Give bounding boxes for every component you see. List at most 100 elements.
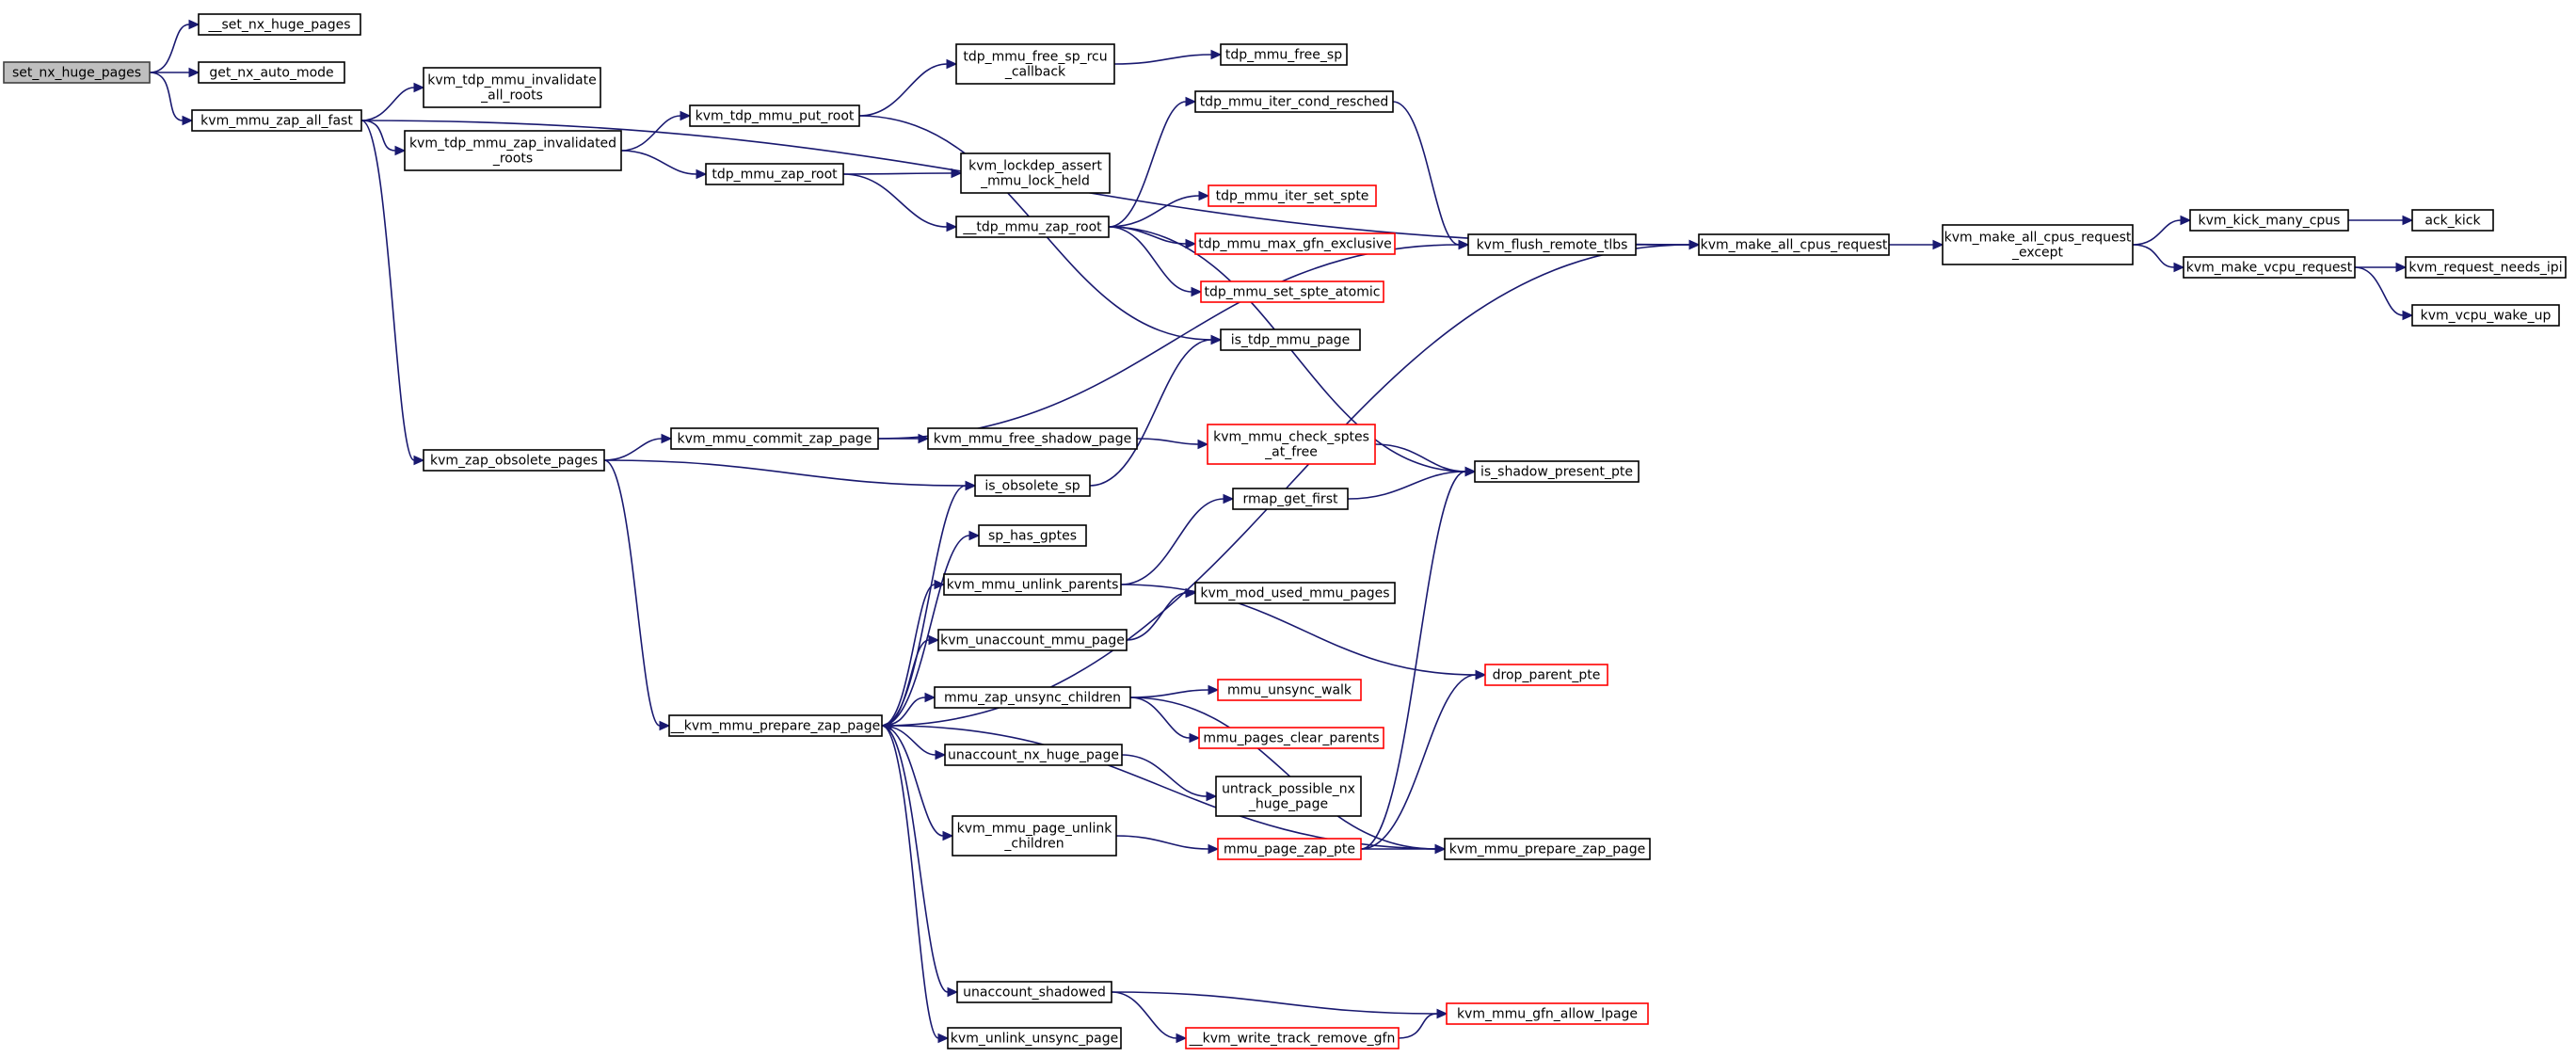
- arrowhead: [1191, 286, 1203, 297]
- arrowhead: [2395, 262, 2408, 273]
- arrowhead: [1197, 439, 1209, 450]
- node-label: kvm_unlink_unsync_page: [951, 1032, 1118, 1047]
- node-label: tdp_mmu_free_sp: [1225, 48, 1342, 63]
- node-box: [1484, 664, 1608, 686]
- edge-line: [2132, 244, 2175, 268]
- edge-line: [1398, 1013, 1438, 1039]
- node-kvm_tdp_mmu_put_root[interactable]: kvm_tdp_mmu_put_root: [689, 104, 860, 127]
- node-kvm_mmu_commit_zap_page[interactable]: kvm_mmu_commit_zap_page: [670, 427, 879, 450]
- node-kvm_tdp_mmu_zap_invalidated_roots[interactable]: kvm_tdp_mmu_zap_invalidated_roots: [404, 130, 622, 171]
- edge-kvm_mmu_zap_all_fast-to-kvm_zap_obsolete_pages: [360, 120, 425, 466]
- edge-line: [881, 535, 970, 727]
- edge-line: [1129, 697, 1191, 739]
- node-box: [689, 104, 860, 127]
- node-tdp_mmu_max_gfn_exclusive[interactable]: tdp_mmu_max_gfn_exclusive: [1194, 232, 1396, 255]
- node-is_tdp_mmu_page[interactable]: is_tdp_mmu_page: [1220, 328, 1361, 351]
- node-kvm_vcpu_wake_up[interactable]: kvm_vcpu_wake_up: [2411, 304, 2560, 327]
- node-box: [2411, 209, 2494, 232]
- arrowhead: [394, 145, 407, 156]
- node-label: kvm_tdp_mmu_zap_invalidated: [409, 136, 616, 152]
- arrowhead: [659, 720, 671, 731]
- edge-line: [1089, 339, 1212, 487]
- node-kvm_make_all_cpus_request[interactable]: kvm_make_all_cpus_request: [1698, 233, 1890, 256]
- node-kvm_mmu_zap_all_fast[interactable]: kvm_mmu_zap_all_fast: [191, 109, 362, 132]
- arrowhead: [924, 692, 936, 703]
- edge-line: [149, 72, 184, 121]
- arrowhead: [2402, 310, 2414, 321]
- node-sp_has_gptes[interactable]: sp_has_gptes: [978, 524, 1087, 547]
- node-tdp_mmu_free_sp_rcu_callback[interactable]: tdp_mmu_free_sp_rcu_callback: [955, 43, 1115, 85]
- arrowhead: [2173, 262, 2185, 273]
- node-unaccount_shadowed[interactable]: unaccount_shadowed: [956, 981, 1112, 1003]
- node-kvm_mmu_page_unlink_children[interactable]: kvm_mmu_page_unlink_children: [952, 815, 1117, 857]
- edge-line: [1347, 471, 1466, 500]
- node-kvm_mmu_gfn_allow_lpage[interactable]: kvm_mmu_gfn_allow_lpage: [1446, 1002, 1649, 1025]
- node-tdp_mmu_free_sp[interactable]: tdp_mmu_free_sp: [1220, 43, 1348, 66]
- node-tdp_mmu_iter_cond_resched[interactable]: tdp_mmu_iter_cond_resched: [1194, 90, 1394, 113]
- arrowhead: [880, 720, 892, 731]
- node-__tdp_mmu_zap_root[interactable]: __tdp_mmu_zap_root: [955, 216, 1110, 238]
- node-kvm_tdp_mmu_invalidate_all_roots[interactable]: kvm_tdp_mmu_invalidate_all_roots: [423, 67, 601, 108]
- node-kvm_kick_many_cpus[interactable]: kvm_kick_many_cpus: [2189, 209, 2349, 232]
- arrowhead: [2402, 215, 2414, 226]
- node-box: [1200, 280, 1384, 303]
- edge-kvm_zap_obsolete_pages-to-kvm_mmu_commit_zap_page: [603, 433, 673, 461]
- node-kvm_unlink_unsync_page[interactable]: kvm_unlink_unsync_page: [947, 1027, 1122, 1049]
- edge-__kvm_mmu_prepare_zap_page-to-kvm_unlink_unsync_page: [881, 725, 950, 1044]
- node-kvm_mod_used_mmu_pages[interactable]: kvm_mod_used_mmu_pages: [1194, 582, 1396, 604]
- edge-tdp_mmu_zap_root-to-kvm_lockdep_assert_mmu_lock_held: [842, 168, 963, 179]
- node-mmu_unsync_walk[interactable]: mmu_unsync_walk: [1217, 679, 1362, 701]
- node-set_nx_huge_pages[interactable]: set_nx_huge_pages: [3, 61, 151, 84]
- node-rmap_get_first[interactable]: rmap_get_first: [1232, 488, 1349, 510]
- call-edges: [149, 19, 2414, 1044]
- node-label: is_tdp_mmu_page: [1231, 333, 1351, 348]
- arrowhead: [946, 58, 958, 70]
- node-kvm_mmu_prepare_zap_page[interactable]: kvm_mmu_prepare_zap_page: [1444, 838, 1651, 860]
- node-tdp_mmu_zap_root[interactable]: tdp_mmu_zap_root: [705, 163, 844, 185]
- node-label: kvm_make_all_cpus_request: [1701, 238, 1888, 253]
- node-drop_parent_pte[interactable]: drop_parent_pte: [1484, 664, 1608, 686]
- node-mmu_zap_unsync_children[interactable]: mmu_zap_unsync_children: [934, 686, 1131, 709]
- node-kvm_request_needs_ipi[interactable]: kvm_request_needs_ipi: [2405, 256, 2567, 279]
- node-tdp_mmu_set_spte_atomic[interactable]: tdp_mmu_set_spte_atomic: [1200, 280, 1384, 303]
- node-is_shadow_present_pte[interactable]: is_shadow_present_pte: [1474, 460, 1640, 483]
- node-tdp_mmu_iter_set_spte[interactable]: tdp_mmu_iter_set_spte: [1208, 184, 1377, 207]
- arrowhead: [680, 110, 692, 121]
- node-kvm_mmu_free_shadow_page[interactable]: kvm_mmu_free_shadow_page: [927, 427, 1138, 450]
- edge-mmu_zap_unsync_children-to-mmu_unsync_walk: [1129, 684, 1220, 698]
- node-label: kvm_make_all_cpus_request: [1944, 231, 2132, 246]
- arrowhead: [937, 1033, 950, 1044]
- arrowhead: [935, 749, 947, 761]
- node-kvm_zap_obsolete_pages[interactable]: kvm_zap_obsolete_pages: [423, 449, 605, 472]
- arrowhead: [188, 67, 200, 78]
- node-__kvm_write_track_remove_gfn[interactable]: __kvm_write_track_remove_gfn: [1185, 1027, 1400, 1049]
- node-mmu_pages_clear_parents[interactable]: mmu_pages_clear_parents: [1198, 727, 1384, 749]
- arrowhead: [965, 480, 977, 491]
- node-box: [1444, 838, 1651, 860]
- node-box: [960, 152, 1111, 194]
- node-kvm_make_vcpu_request[interactable]: kvm_make_vcpu_request: [2183, 256, 2356, 279]
- node-kvm_flush_remote_tlbs[interactable]: kvm_flush_remote_tlbs: [1467, 233, 1637, 256]
- node-kvm_mmu_unlink_parents[interactable]: kvm_mmu_unlink_parents: [943, 573, 1122, 596]
- node-kvm_unaccount_mmu_page[interactable]: kvm_unaccount_mmu_page: [937, 629, 1128, 651]
- node-box: [1467, 233, 1637, 256]
- node-label: unaccount_nx_huge_page: [948, 748, 1119, 763]
- node-label: kvm_zap_obsolete_pages: [430, 454, 598, 469]
- node-__set_nx_huge_pages[interactable]: __set_nx_huge_pages: [198, 13, 361, 36]
- node-kvm_make_all_cpus_request_except[interactable]: kvm_make_all_cpus_request_except: [1942, 224, 2134, 265]
- node-kvm_lockdep_assert_mmu_lock_held[interactable]: kvm_lockdep_assert_mmu_lock_held: [960, 152, 1111, 194]
- node-kvm_mmu_check_sptes_at_free[interactable]: kvm_mmu_check_sptes_at_free: [1207, 424, 1376, 465]
- node-mmu_page_zap_pte[interactable]: mmu_page_zap_pte: [1217, 838, 1362, 860]
- edge-line: [360, 120, 396, 152]
- node-get_nx_auto_mode[interactable]: get_nx_auto_mode: [198, 61, 345, 84]
- node-unaccount_nx_huge_page[interactable]: unaccount_nx_huge_page: [944, 744, 1123, 766]
- node-box: [934, 686, 1131, 709]
- node-ack_kick[interactable]: ack_kick: [2411, 209, 2494, 232]
- node-__kvm_mmu_prepare_zap_page[interactable]: __kvm_mmu_prepare_zap_page: [668, 714, 883, 737]
- node-label: kvm_mmu_page_unlink: [957, 822, 1113, 837]
- node-untrack_possible_nx_huge_page[interactable]: untrack_possible_nx_huge_page: [1215, 776, 1362, 817]
- node-is_obsolete_sp[interactable]: is_obsolete_sp: [974, 474, 1091, 497]
- node-label: __set_nx_huge_pages: [207, 18, 350, 33]
- node-label: tdp_mmu_free_sp_rcu: [963, 50, 1107, 65]
- edge-kvm_zap_obsolete_pages-to-is_obsolete_sp: [603, 459, 977, 491]
